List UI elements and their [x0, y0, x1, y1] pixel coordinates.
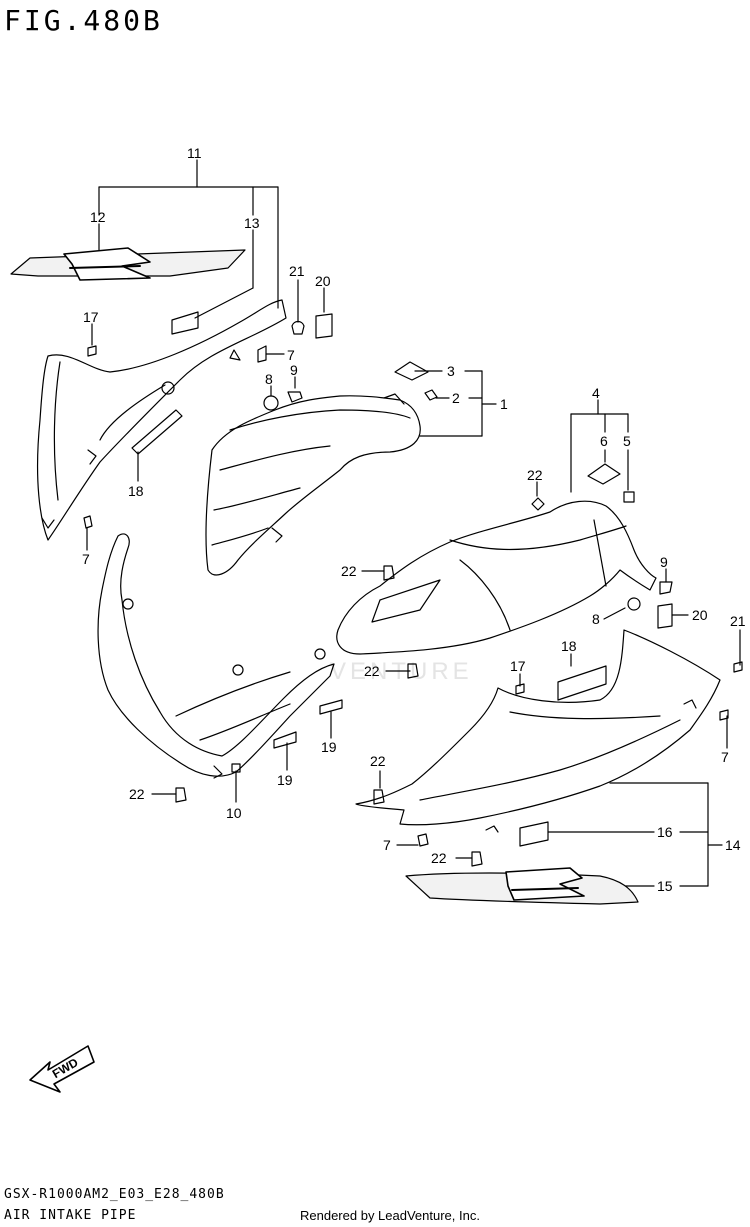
callout-5: 5 [623, 433, 631, 449]
callout-labels: 11 12 13 21 20 17 7 8 9 3 2 1 4 6 5 18 2… [50, 145, 746, 1081]
diagram-name: AIR INTAKE PIPE [4, 1208, 137, 1223]
callout-12: 12 [90, 209, 106, 225]
fwd-arrow-icon [29, 1045, 95, 1093]
fasteners-middle [175, 565, 743, 805]
callout-15: 15 [657, 878, 673, 894]
intake-duct-right [336, 497, 673, 655]
callout-9: 9 [290, 362, 298, 378]
intake-duct-1 [205, 393, 421, 576]
callout-21: 21 [289, 263, 305, 279]
render-credit: Rendered by LeadVenture, Inc. [300, 1208, 480, 1223]
callout-8: 8 [265, 371, 273, 387]
figure-title: FIG.480B [4, 4, 163, 37]
callout-22: 22 [431, 850, 447, 866]
callout-19: 19 [321, 739, 337, 755]
callout-3: 3 [447, 363, 455, 379]
callout-20: 20 [692, 607, 708, 623]
cover-left-upper [36, 299, 287, 541]
callout-14: 14 [725, 837, 741, 853]
callout-8: 8 [592, 611, 600, 627]
callout-7: 7 [383, 837, 391, 853]
decal-left-12 [10, 247, 246, 281]
callout-20: 20 [315, 273, 331, 289]
callout-9: 9 [660, 554, 668, 570]
callout-2: 2 [452, 390, 460, 406]
callout-13: 13 [244, 215, 260, 231]
leader-lines [86, 159, 741, 887]
callout-7: 7 [721, 749, 729, 765]
callout-19: 19 [277, 772, 293, 788]
cover-right-lower [355, 629, 721, 867]
pad-stickers [131, 311, 673, 847]
callout-22: 22 [129, 786, 145, 802]
callout-22: 22 [364, 663, 380, 679]
callout-4: 4 [592, 385, 600, 401]
callout-10: 10 [226, 805, 242, 821]
callout-22: 22 [527, 467, 543, 483]
callout-11: 11 [187, 145, 202, 161]
callout-22: 22 [341, 563, 357, 579]
callout-6: 6 [600, 433, 608, 449]
callout-21: 21 [730, 613, 746, 629]
cover-left-lower [97, 533, 335, 779]
callout-18: 18 [561, 638, 577, 654]
decal-right-15 [405, 867, 639, 905]
callout-17: 17 [510, 658, 526, 674]
callout-22: 22 [370, 753, 386, 769]
callout-7: 7 [82, 551, 90, 567]
diagram-code: GSX-R1000AM2_E03_E28_480B [4, 1187, 225, 1202]
callout-7: 7 [287, 347, 295, 363]
fasteners-upper-left [83, 320, 305, 529]
callout-18: 18 [128, 483, 144, 499]
callout-1: 1 [500, 396, 508, 412]
callout-16: 16 [657, 824, 673, 840]
callout-17: 17 [83, 309, 99, 325]
